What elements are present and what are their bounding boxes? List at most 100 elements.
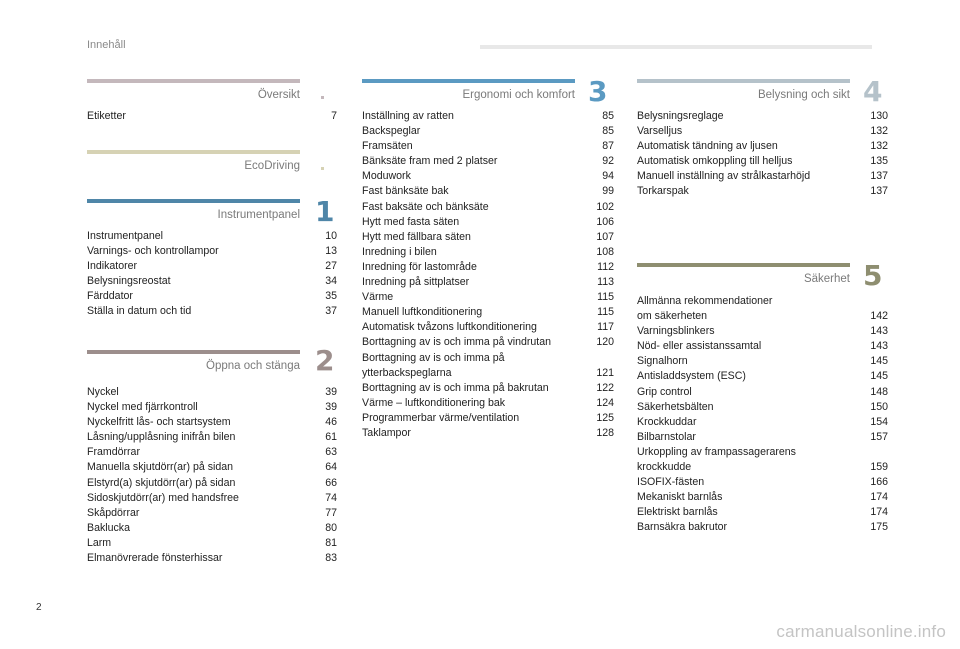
section-title: Öppna och stänga <box>206 360 300 372</box>
toc-entry[interactable]: Nyckelfritt lås- och startsystem 46 <box>87 415 337 430</box>
toc-entry-label: Varnings- och kontrollampor <box>87 245 219 258</box>
toc-entry-page: 122 <box>596 381 614 394</box>
toc-entry-page: 92 <box>602 155 614 168</box>
toc-entry-page: 74 <box>325 491 337 504</box>
toc-entry[interactable]: Urkoppling av frampassagerarens krockkud… <box>637 445 888 475</box>
toc-entry-page: 102 <box>596 200 614 213</box>
toc-entry-label: Varningsblinkers <box>637 325 715 338</box>
toc-entry-page: 46 <box>325 416 337 429</box>
toc-entry-page: 94 <box>602 170 614 183</box>
chapter-number: 2 <box>315 344 335 377</box>
toc-entry-label: Bilbarnstolar <box>637 430 696 443</box>
toc-entry-page: 10 <box>325 230 337 242</box>
toc-entry-page: 83 <box>325 552 337 565</box>
toc-entry-label: Etiketter <box>87 110 126 122</box>
toc-entry-label: Värme <box>362 291 394 304</box>
toc-entry-page: 115 <box>597 306 614 319</box>
toc-entry-label: Framdörrar <box>87 446 140 459</box>
toc-entry[interactable]: Antisladdsystem (ESC)145 <box>637 369 888 384</box>
section-bar <box>87 350 300 354</box>
toc-entry-page: 142 <box>870 310 888 323</box>
toc-entry-page: 137 <box>870 185 888 198</box>
toc-entry[interactable]: Borttagning av is och imma på bakrutan 12… <box>362 381 614 396</box>
toc-entry-page: 113 <box>597 276 614 289</box>
toc-entry-label: Nyckelfritt lås- och startsystem <box>87 416 231 429</box>
page-number: 2 <box>36 602 42 613</box>
toc-entry-page: 166 <box>870 476 888 489</box>
toc-entry-page: 159 <box>870 461 888 474</box>
toc-entry-page: 174 <box>870 491 888 504</box>
toc-entry-label: Borttagning av is och imma på ytterbacks… <box>362 351 505 379</box>
toc-entry-label: Inredning i bilen <box>362 245 437 258</box>
toc-entry-page: 39 <box>325 386 337 398</box>
toc-entry-page: 27 <box>325 260 337 273</box>
section-title: Säkerhet <box>803 273 850 285</box>
toc-entry-label: Borttagning av is och imma på bakrutan <box>362 381 549 394</box>
toc-entry[interactable]: Borttagning av is och imma på ytterbacks… <box>362 351 614 381</box>
toc-entry-label: Fast bänksäte bak <box>362 185 449 198</box>
toc-entry-page: 121 <box>596 366 614 379</box>
chapter-number: 5 <box>863 259 883 292</box>
section-marker <box>321 167 324 170</box>
toc-entry-label: Skåpdörrar <box>87 506 140 519</box>
